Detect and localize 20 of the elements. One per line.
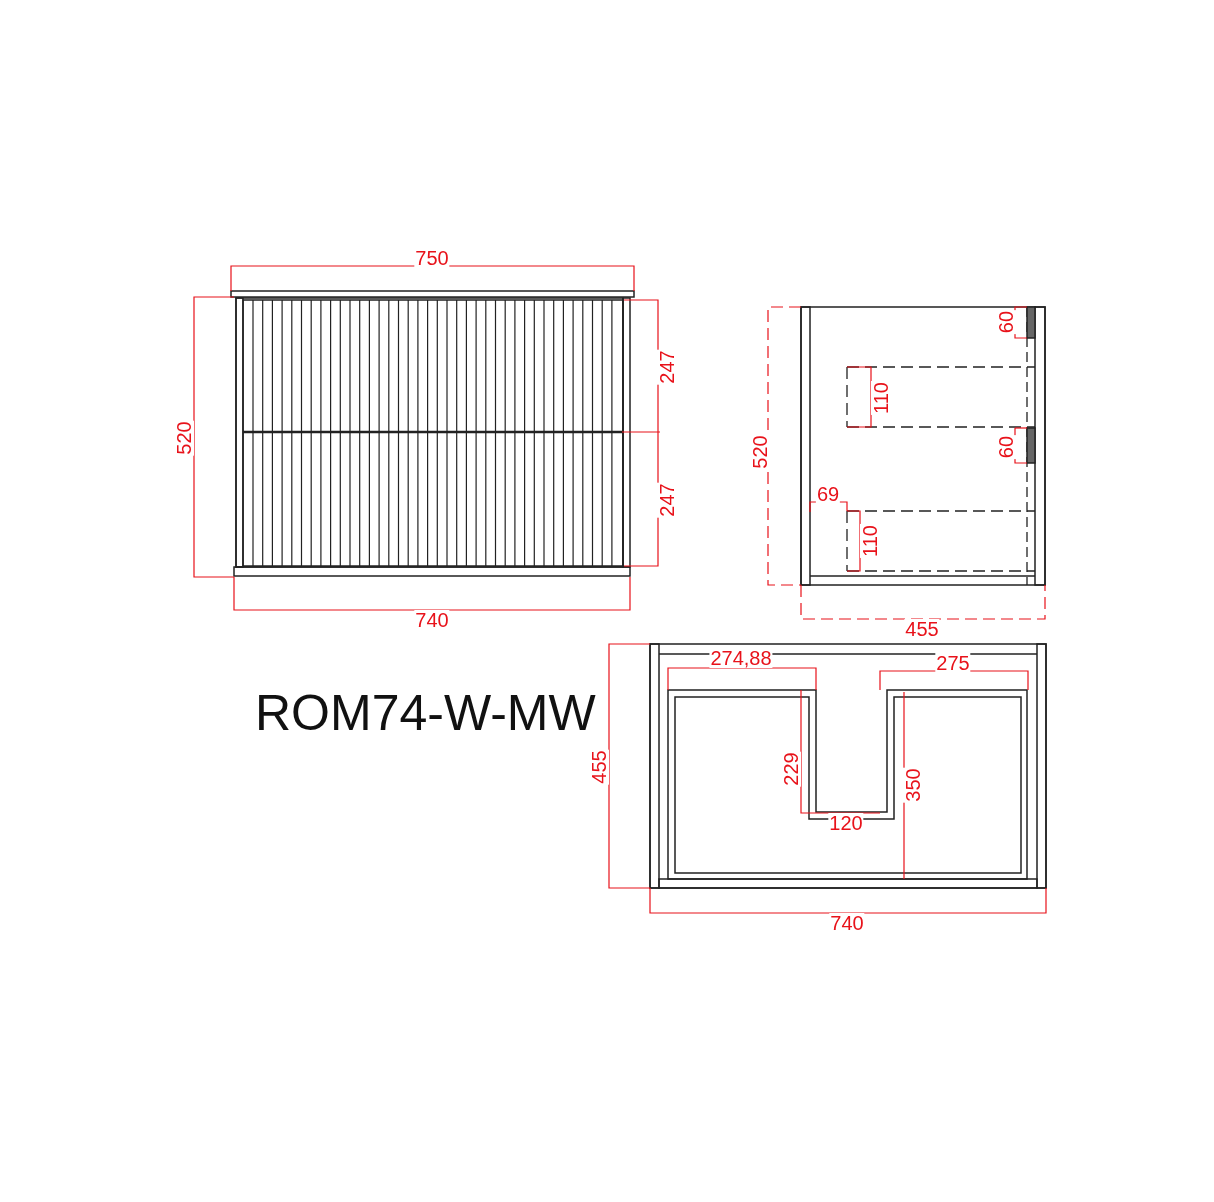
dimension-value: 455 bbox=[904, 619, 940, 639]
dimension-value: 350 bbox=[903, 767, 923, 803]
dimension-value: 229 bbox=[781, 751, 801, 787]
dimension-value: 520 bbox=[174, 420, 194, 456]
model-code: ROM74-W-MW bbox=[255, 688, 596, 738]
dimension-value: 69 bbox=[815, 484, 841, 504]
dimension-value: 60 bbox=[996, 309, 1016, 335]
dimension-value: 750 bbox=[414, 248, 450, 268]
dimension-value: 110 bbox=[860, 524, 880, 558]
dimension-value: 120 bbox=[828, 813, 864, 833]
dimension-value: 455 bbox=[589, 749, 609, 785]
dimension-value: 247 bbox=[657, 349, 677, 385]
dimension-value: 274,88 bbox=[709, 648, 773, 668]
dimension-value: 110 bbox=[871, 381, 891, 415]
dimension-value: 740 bbox=[414, 610, 450, 630]
dimension-value: 520 bbox=[750, 434, 770, 470]
dimension-value: 60 bbox=[996, 434, 1016, 460]
dimension-value: 275 bbox=[935, 653, 971, 673]
dimension-value: 247 bbox=[657, 482, 677, 518]
dimension-value: 740 bbox=[829, 913, 865, 933]
